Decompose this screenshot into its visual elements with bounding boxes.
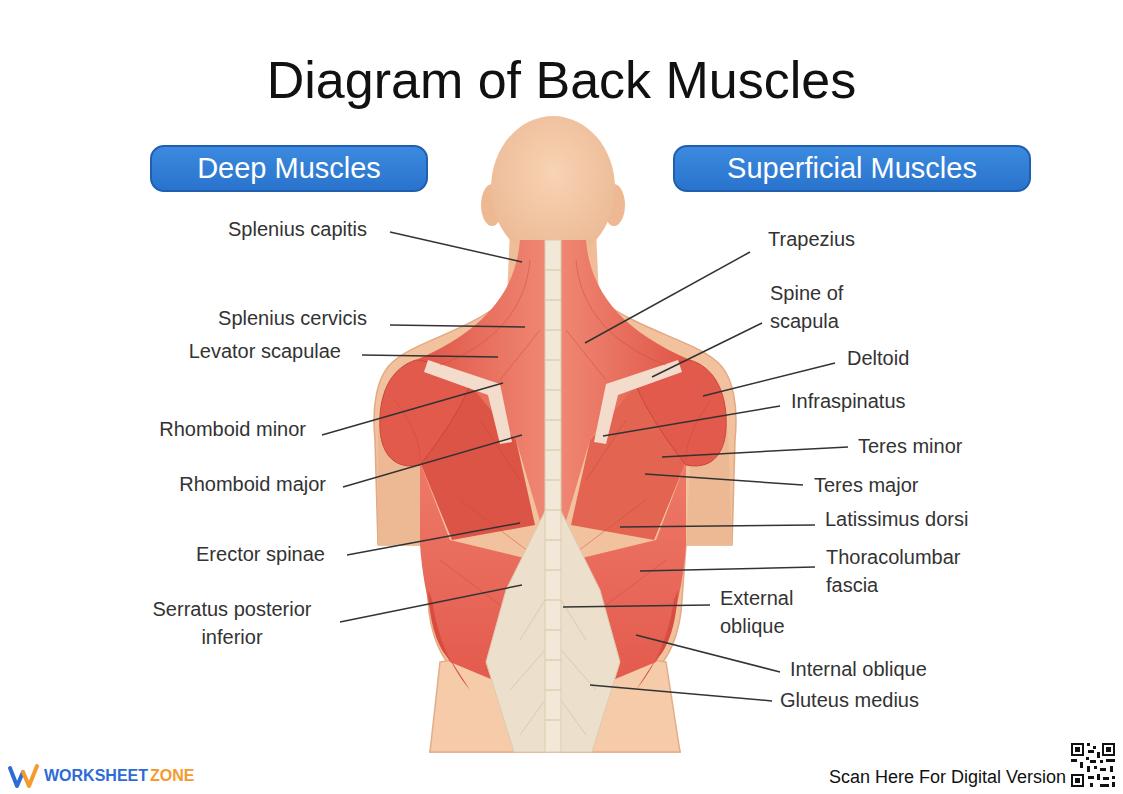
footer-note: Scan Here For Digital Version: [829, 765, 1066, 789]
part-label: Internal oblique: [790, 655, 927, 683]
part-label: Levator scapulae: [189, 337, 341, 365]
part-label: Erector spinae: [196, 540, 325, 568]
leader-lines: [322, 232, 848, 701]
qr-code: [1070, 742, 1116, 788]
part-label: Spine of scapula: [770, 279, 870, 335]
part-label: Splenius capitis: [228, 215, 367, 243]
part-label: Infraspinatus: [791, 387, 906, 415]
title: Diagram of Back Muscles: [0, 48, 1123, 112]
part-label: External oblique: [720, 584, 820, 640]
part-label: Latissimus dorsi: [825, 505, 968, 533]
part-label: Teres major: [814, 471, 918, 499]
part-label: Rhomboid major: [179, 470, 326, 498]
logo-icon: [10, 766, 37, 786]
part-label: Deltoid: [847, 344, 909, 372]
logo-text: WORKSHEET: [44, 765, 148, 787]
part-label: Trapezius: [768, 225, 855, 253]
part-label: Rhomboid minor: [159, 415, 306, 443]
logo-text: ZONE: [150, 765, 194, 787]
part-label: Serratus posterior inferior: [132, 595, 332, 651]
part-label: Teres minor: [858, 432, 962, 460]
section-pill: Superficial Muscles: [673, 145, 1031, 192]
section-pill: Deep Muscles: [150, 145, 428, 192]
part-label: Gluteus medius: [780, 686, 919, 714]
body: [374, 116, 736, 752]
part-label: Splenius cervicis: [218, 304, 367, 332]
pill-text: Deep Muscles: [197, 152, 381, 185]
pill-text: Superficial Muscles: [727, 152, 977, 185]
part-label: Thoracolumbar fascia: [826, 543, 1006, 599]
